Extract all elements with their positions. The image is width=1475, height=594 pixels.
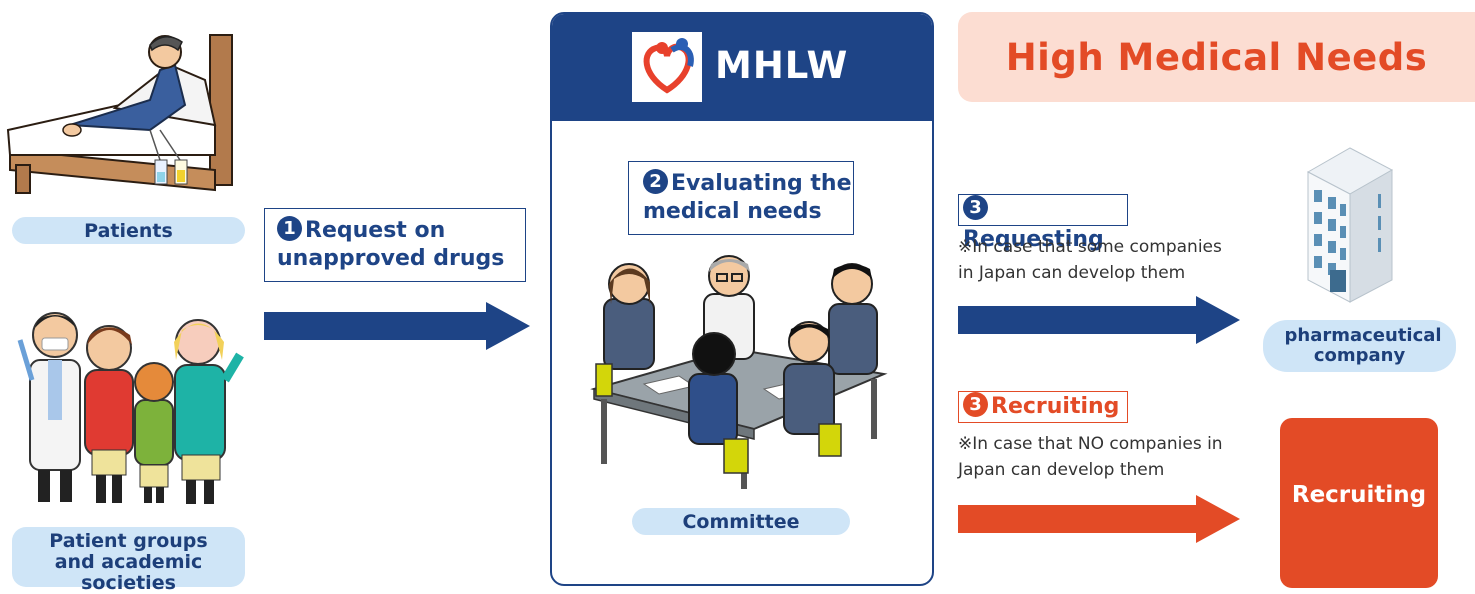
- pharmaceutical-company-label: pharmaceutical company: [1263, 320, 1456, 372]
- step3-requesting-label: Requesting: [963, 227, 1104, 252]
- arrow-to-mhlw-icon: [264, 302, 530, 350]
- step3-requesting-box: 3Requesting: [958, 194, 1128, 252]
- patients-label-text: Patients: [84, 219, 173, 242]
- pharmaceutical-company-text: pharmaceutical company: [1284, 325, 1442, 366]
- committee-label: Committee: [632, 508, 850, 535]
- step1-number-badge: 1: [277, 216, 302, 241]
- requesting-note: ※In case that some companies in Japan ca…: [958, 237, 1222, 283]
- step2-label: Evaluating the medical needs: [643, 171, 852, 224]
- step2-number-badge: 2: [643, 169, 668, 194]
- patient-groups-label-text: Patient groups and academic societies: [49, 530, 208, 594]
- mhlw-header: MHLW: [552, 14, 932, 121]
- mhlw-title: MHLW: [715, 44, 849, 87]
- mhlw-heart-logo-icon: [643, 38, 694, 94]
- step3-recruiting-badge: 3: [963, 392, 988, 417]
- recruiting-note: ※In case that NO companies in Japan can …: [958, 434, 1223, 480]
- step1-label: Request on unapproved drugs: [277, 218, 505, 271]
- patient-groups-illustration: [17, 312, 244, 504]
- step3-requesting-badge: 3: [963, 195, 988, 220]
- arrow-to-recruiting-icon: [958, 495, 1240, 543]
- mhlw-logo: [632, 32, 702, 102]
- step3-recruiting-label: Recruiting: [991, 394, 1120, 419]
- recruiting-box: Recruiting: [1280, 418, 1438, 588]
- patient-in-bed-illustration: [6, 34, 233, 194]
- high-medical-needs-text: High Medical Needs: [1005, 35, 1428, 79]
- building-icon: [1306, 147, 1394, 303]
- arrow-to-company-icon: [958, 296, 1240, 344]
- committee-meeting-illustration: [590, 255, 888, 489]
- recruiting-box-text: Recruiting: [1291, 482, 1427, 508]
- committee-label-text: Committee: [682, 510, 800, 533]
- patient-groups-label: Patient groups and academic societies: [12, 527, 245, 594]
- high-medical-needs-banner: High Medical Needs: [958, 12, 1475, 102]
- patients-label: Patients: [12, 217, 245, 244]
